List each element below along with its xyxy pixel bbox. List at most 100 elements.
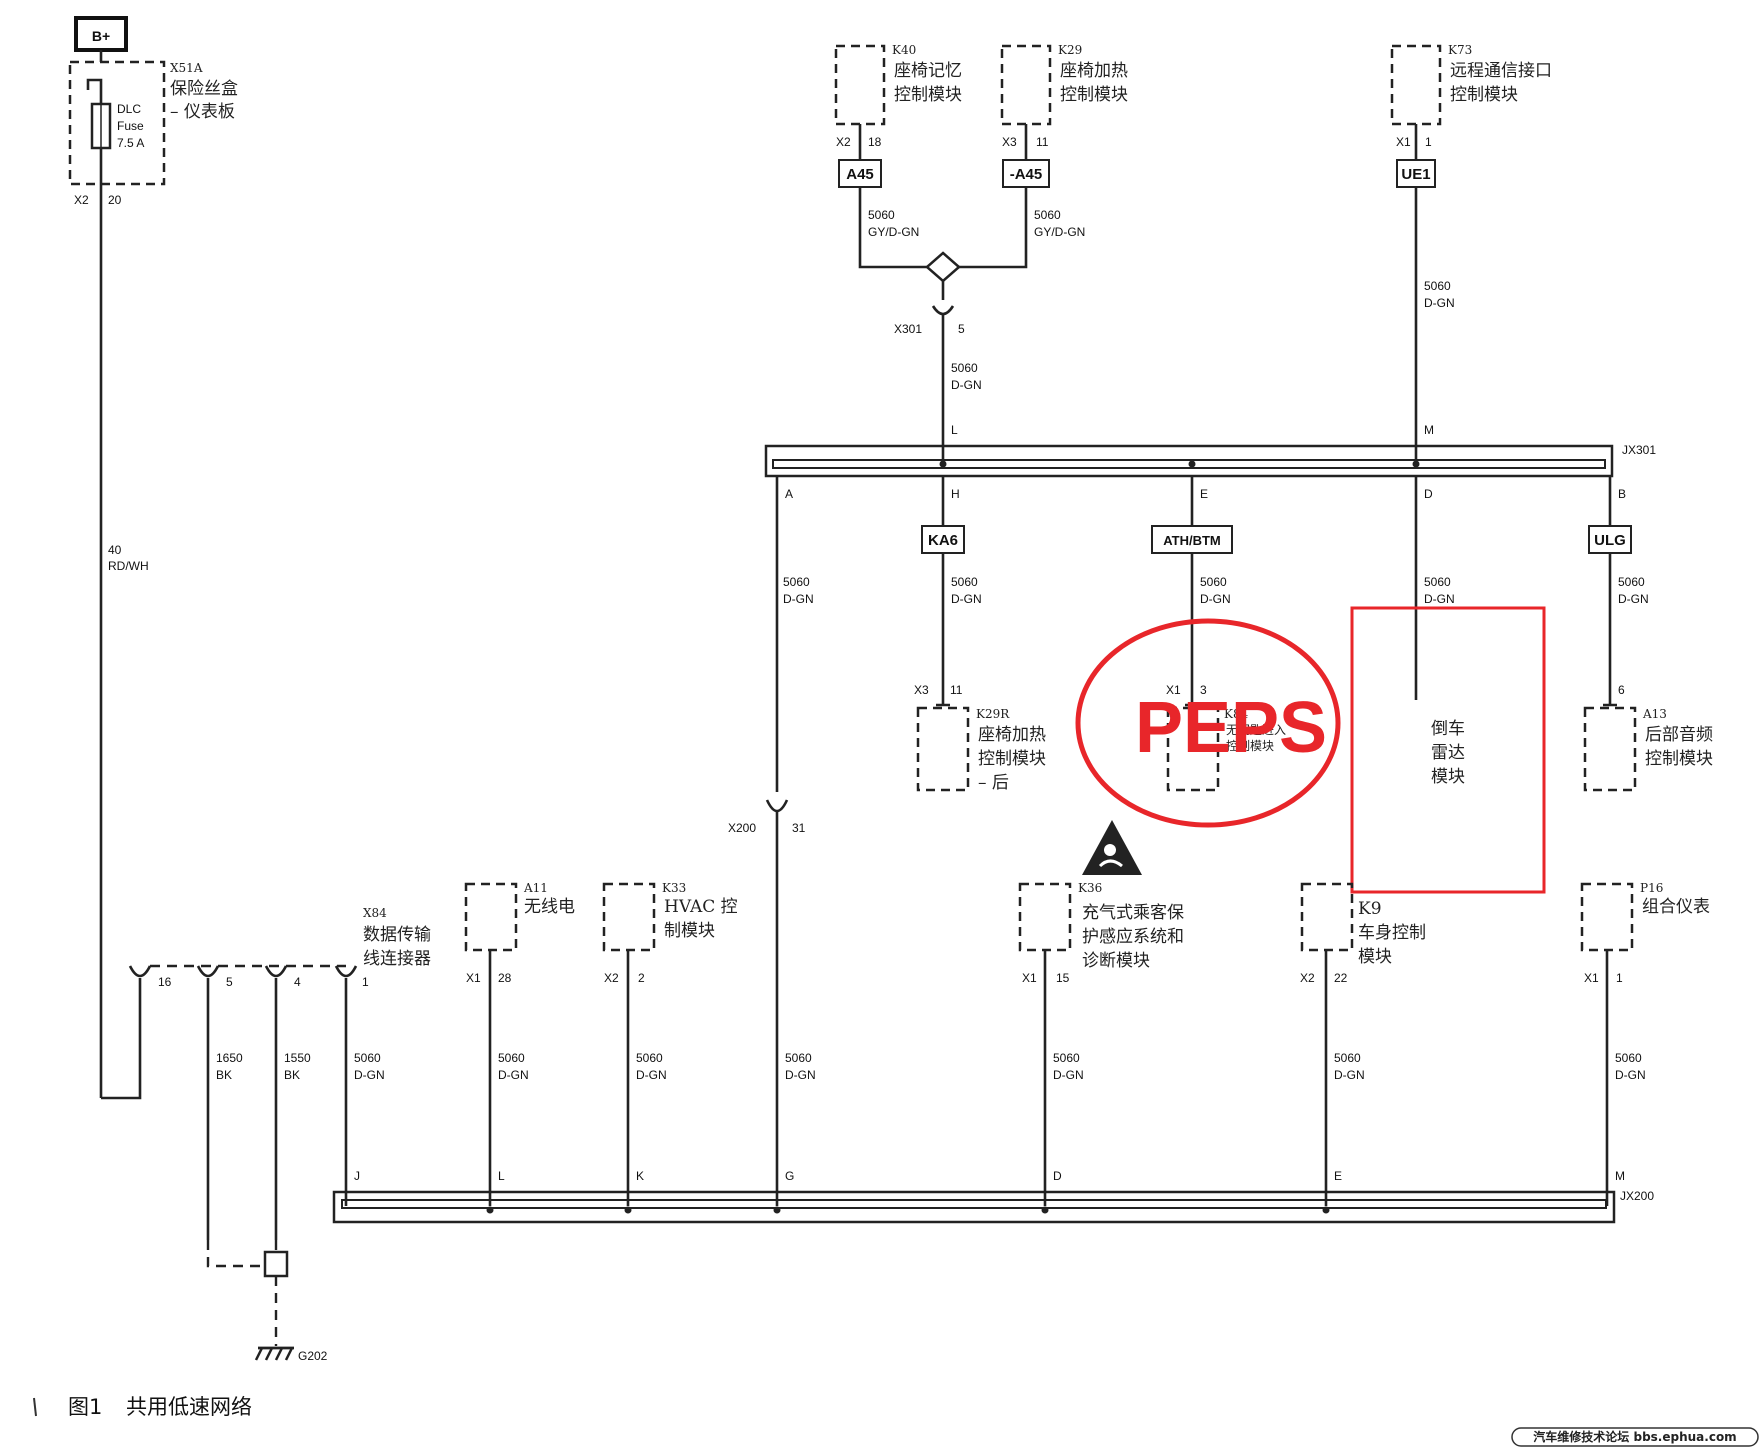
wire-d2-color: D-GN — [1053, 1068, 1084, 1082]
k29r-name3: – 后 — [978, 773, 1009, 793]
jx301-pin-h: H — [951, 487, 960, 501]
k40-name2: 控制模块 — [894, 85, 962, 105]
x84-pin-5: 5 — [226, 975, 233, 989]
jx301-name: JX301 — [1622, 443, 1656, 457]
splice-diamond — [925, 251, 961, 283]
wire-a-color: D-GN — [783, 592, 814, 606]
wire-g-num: 5060 — [785, 1051, 812, 1065]
x301-wcol: D-GN — [951, 378, 982, 392]
k84-box — [1166, 706, 1220, 792]
k84-name2: 控制模块 — [1226, 739, 1274, 753]
x200-conn: X200 — [728, 821, 756, 835]
bk2-color: BK — [284, 1068, 300, 1082]
x84-pin-4: 4 — [294, 975, 301, 989]
k73-id: K73 — [1448, 43, 1472, 57]
tag-ka6-text: KA6 — [928, 532, 958, 549]
k29r-conn: X3 — [914, 683, 929, 697]
wire-d2-num: 5060 — [1053, 1051, 1080, 1065]
caption-title: 共用低速网络 — [126, 1395, 252, 1419]
esd-warning-icon — [1082, 820, 1142, 875]
k29-conn: X3 — [1002, 135, 1017, 149]
k29-name1: 座椅加热 — [1060, 61, 1128, 81]
x84-pin-1: 1 — [362, 975, 369, 989]
k33-conn: X2 — [604, 971, 619, 985]
k73-conn: X1 — [1396, 135, 1411, 149]
x84-pin-4-icon — [264, 965, 288, 978]
jx200-pin-m: M — [1615, 1169, 1625, 1183]
tag-ue1-text: UE1 — [1401, 166, 1430, 183]
k40-box — [834, 44, 886, 126]
a11-pin: 28 — [498, 971, 512, 985]
p16-conn: X1 — [1584, 971, 1599, 985]
k29r-box — [916, 706, 970, 792]
k29-box — [1000, 44, 1052, 126]
wire-j-color: D-GN — [354, 1068, 385, 1082]
jx301-pin-e: E — [1200, 487, 1208, 501]
wire-m-color: D-GN — [1615, 1068, 1646, 1082]
wire-g-color: D-GN — [785, 1068, 816, 1082]
ground-name: G202 — [298, 1349, 328, 1363]
p16-id: P16 — [1640, 881, 1663, 895]
fuse-id: X51A — [170, 61, 203, 75]
k36-id: K36 — [1078, 881, 1102, 895]
peps-circle — [1075, 618, 1341, 828]
tag-ath-btm-text: ATH/BTM — [1163, 533, 1221, 548]
k40-id: K40 — [892, 43, 916, 57]
x84-id: X84 — [363, 906, 387, 920]
fuse-box — [68, 60, 166, 186]
k84-id: K84 — [1224, 707, 1249, 721]
jx301-pin-a: A — [785, 487, 793, 501]
fuse-l2: Fuse — [117, 119, 144, 133]
a11-conn: X1 — [466, 971, 481, 985]
k40-conn: X2 — [836, 135, 851, 149]
fuse-l3: 7.5 A — [117, 136, 144, 150]
k84-conn: X1 — [1166, 683, 1181, 697]
tag-minus-a45-text: -A45 — [1010, 166, 1043, 183]
radar-box — [1350, 606, 1546, 894]
jx301-pin-b: B — [1618, 487, 1626, 501]
wire-rdwh-color: RD/WH — [108, 559, 149, 573]
x301-pin: 5 — [958, 322, 965, 336]
jx200-pin-e: E — [1334, 1169, 1342, 1183]
a11-box — [464, 882, 518, 952]
x200-connector — [765, 799, 789, 813]
fuse-title1: 保险丝盒 — [170, 79, 238, 99]
jx301-bus — [764, 444, 1614, 478]
wire-l-num: 5060 — [498, 1051, 525, 1065]
k29r-name2: 控制模块 — [978, 749, 1046, 769]
jx301-pin-m: M — [1424, 423, 1434, 437]
k29r-pin: 11 — [950, 683, 963, 697]
jx200-pin-k: K — [636, 1169, 644, 1183]
x200-pin: 31 — [792, 821, 806, 835]
wire-k-color: D-GN — [636, 1068, 667, 1082]
k36-conn: X1 — [1022, 971, 1037, 985]
k84-name1: 无钥匙进入 — [1226, 723, 1286, 737]
a11-name1: 无线电 — [524, 897, 575, 917]
fuse-title2: – 仪表板 — [170, 102, 235, 122]
k84-pin: 3 — [1200, 683, 1207, 697]
wire-e2-num: 5060 — [1334, 1051, 1361, 1065]
bk1-num: 1650 — [216, 1051, 243, 1065]
jx200-bar — [341, 1199, 1607, 1209]
k40-name1: 座椅记忆 — [894, 61, 962, 81]
fuse-pin: 20 — [108, 193, 122, 207]
a13-box — [1583, 706, 1637, 792]
k40-pin: 18 — [868, 135, 882, 149]
jx200-pin-j: J — [354, 1169, 360, 1183]
a13-name2: 控制模块 — [1645, 749, 1713, 769]
a11-id: A11 — [523, 881, 548, 895]
k9-box — [1300, 882, 1354, 952]
radar-line1: 倒车 — [1431, 719, 1465, 739]
k9-id: K9 — [1358, 899, 1382, 919]
k29-wcol: GY/D-GN — [1034, 225, 1085, 239]
tag-ulg-text: ULG — [1594, 532, 1626, 549]
x84-name2: 线连接器 — [363, 949, 431, 969]
wire-b-plus-return — [101, 978, 142, 1100]
jx200-pin-d: D — [1053, 1169, 1062, 1183]
k33-name1: HVAC 控 — [664, 897, 738, 917]
fuse-conn: X2 — [74, 193, 89, 207]
fuse-l1: DLC — [117, 102, 141, 116]
bk1-color: BK — [216, 1068, 232, 1082]
ground-icon — [254, 1346, 294, 1361]
